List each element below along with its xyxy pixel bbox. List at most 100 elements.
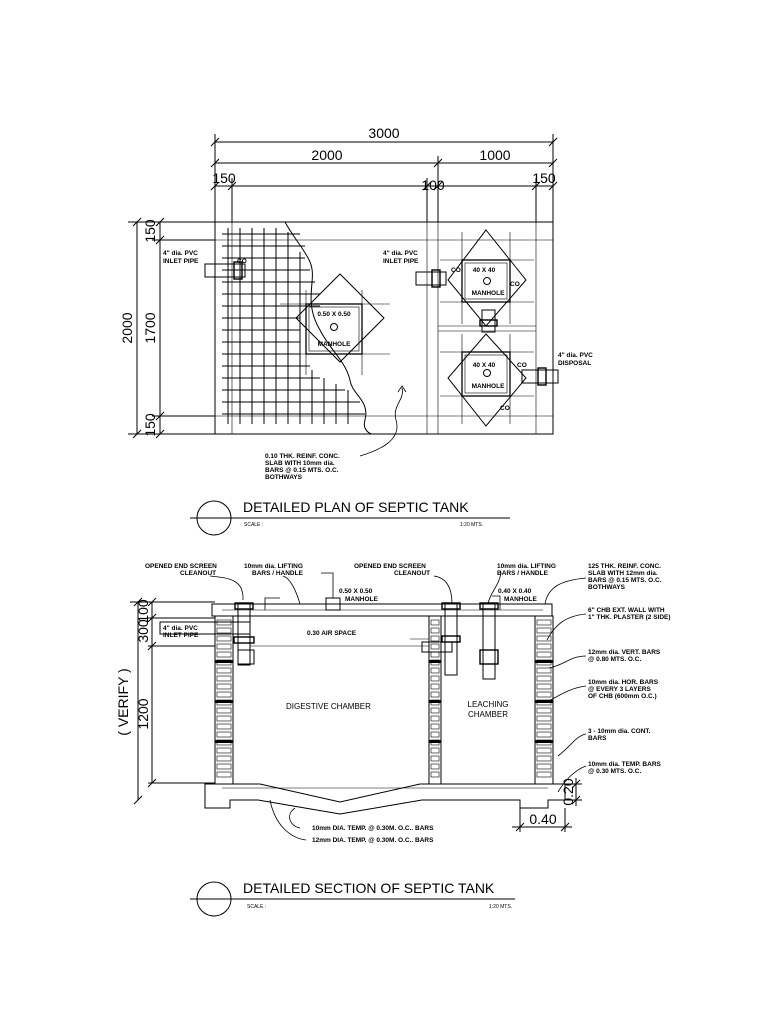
chb-block: [216, 747, 232, 754]
plan-scale-label: SCALE :: [244, 522, 263, 528]
chb-block: [430, 667, 440, 674]
sec-cleanout-left-l1: OPENED END SCREEN: [145, 563, 217, 570]
sec-hor-bars-l2: @ EVERY 3 LAYERS: [588, 686, 651, 693]
chb-block: [536, 755, 552, 762]
chb-block: [430, 723, 440, 730]
sec-temp-right-l1: 10mm dia. TEMP. BARS: [588, 761, 662, 768]
plan-small-manhole-top-label: MANHOLE: [472, 290, 506, 297]
plan-dim-bottom-wall: 150: [142, 413, 158, 437]
section-scale-value: 1:20 MTS.: [489, 904, 512, 910]
chb-block: [430, 651, 440, 658]
section-left-dimensions: [130, 597, 215, 805]
horizontal-bar: [429, 700, 441, 703]
section-view: [130, 597, 566, 815]
chb-block: [430, 763, 440, 770]
sec-cont-bars-l2: BARS: [588, 735, 607, 742]
sec-cleanout-right-l2: CLEANOUT: [394, 570, 430, 577]
sec-slab-note-l3: BARS @ 0.15 MTS. O.C.: [588, 577, 662, 584]
sec-slab-note-l2: SLAB WITH 12mm dia.: [588, 570, 658, 577]
plan-slab-note-line2: SLAB WITH 10mm dia.: [265, 460, 335, 467]
plan-slab-note-line4: BOTHWAYS: [265, 474, 303, 481]
sec-slab-note-l4: BOTHWAYS: [588, 584, 626, 591]
chb-block: [536, 707, 552, 714]
section-right-dimensions: [512, 778, 582, 832]
chb-block: [536, 643, 552, 650]
section-leaders: [209, 571, 587, 841]
chb-block: [216, 651, 232, 658]
sec-cont-bars-l1: 3 - 10mm dia. CONT.: [588, 728, 651, 735]
chb-block: [536, 723, 552, 730]
plan-tank-outline: [214, 221, 554, 435]
chb-block: [536, 747, 552, 754]
plan-co-bottom: CO: [500, 405, 510, 412]
chb-block: [216, 715, 232, 722]
sec-dim-020: 0.20: [560, 778, 576, 805]
plan-slab-note-line3: BARS @ 0.15 MTS. O.C.: [265, 467, 339, 474]
plan-co-mid: CO: [451, 267, 461, 274]
sec-dim-300: 300: [135, 619, 151, 643]
chb-block: [216, 667, 232, 674]
plan-dim-inner-height: 1700: [142, 312, 158, 343]
plan-small-manhole-top: [440, 229, 534, 327]
plan-texts: 3000 2000 1000 150 100 150 2000 1700 150…: [119, 125, 593, 481]
chb-block: [430, 643, 440, 650]
chb-block: [216, 723, 232, 730]
plan-scale-value: 1:20 MTS.: [460, 522, 483, 528]
sec-lifting-right-l1: 10mm dia. LIFTING: [497, 563, 556, 570]
section-scale-label: SCALE :: [247, 904, 266, 910]
sec-temp-right-l2: @ 0.30 MTS. O.C.: [588, 768, 641, 775]
sec-chb-wall-l1: 6" CHB EXT. WALL WITH: [588, 607, 665, 614]
plan-inlet-mid-line1: 4" dia. PVC: [383, 250, 418, 257]
chb-block: [536, 635, 552, 642]
section-bottom-slab: [204, 783, 566, 815]
chb-block: [430, 627, 440, 634]
chb-block: [430, 715, 440, 722]
horizontal-bar: [429, 740, 441, 743]
plan-inlet-left-line2: INLET PIPE: [163, 258, 199, 265]
sec-manhole-small-l1: 0.40 X 0.40: [498, 588, 532, 595]
sec-leaching-l1: LEACHING: [468, 700, 509, 709]
sec-manhole-big-l1: 0.50 X 0.50: [339, 588, 373, 595]
chb-block: [430, 731, 440, 738]
chb-block: [216, 675, 232, 682]
plan-disposal-line1: 4" dia. PVC: [558, 352, 593, 359]
plan-dim-wall-right: 150: [532, 170, 556, 186]
chb-block: [216, 755, 232, 762]
horizontal-bar: [215, 660, 233, 663]
plan-pipes: [204, 261, 559, 386]
plan-dim-digestive-width: 2000: [311, 147, 342, 163]
chb-block: [430, 675, 440, 682]
sec-dim-040: 0.40: [529, 811, 556, 827]
sec-dim-verify: ( VERIFY ): [115, 668, 131, 735]
horizontal-bar: [535, 740, 553, 743]
sec-cleanout-left-l2: CLEANOUT: [180, 570, 216, 577]
sec-leaching-l2: CHAMBER: [468, 710, 508, 719]
sec-lifting-right-l2: BARS / HANDLE: [497, 570, 549, 577]
chb-block: [216, 771, 232, 778]
horizontal-bar: [215, 740, 233, 743]
sec-dim-100: 100: [135, 599, 151, 623]
chb-block: [430, 635, 440, 642]
chb-block: [536, 619, 552, 626]
plan-inlet-left-line1: 4" dia. PVC: [163, 250, 198, 257]
plan-break-line: [284, 221, 373, 435]
chb-block: [536, 731, 552, 738]
chb-block: [430, 691, 440, 698]
chb-block: [430, 683, 440, 690]
plan-big-manhole-label: MANHOLE: [318, 341, 352, 348]
chb-block: [216, 643, 232, 650]
plan-dim-wall-mid: 100: [421, 177, 445, 193]
horizontal-bar: [429, 660, 441, 663]
chb-block: [536, 651, 552, 658]
plan-dim-wall-left: 150: [212, 170, 236, 186]
sec-temp-bottom-2: 12mm DIA. TEMP. @ 0.30M. O.C.. BARS: [312, 837, 434, 844]
plan-co-bottom-right: CO: [517, 362, 527, 369]
chb-block: [430, 747, 440, 754]
sec-cleanout-right-l1: OPENED END SCREEN: [354, 563, 426, 570]
chb-block: [536, 683, 552, 690]
horizontal-bar: [215, 700, 233, 703]
sec-slab-note-l1: 125 THK. REINF. CONC.: [588, 563, 661, 570]
plan-left-dimensions: [128, 217, 215, 439]
chb-block: [216, 707, 232, 714]
